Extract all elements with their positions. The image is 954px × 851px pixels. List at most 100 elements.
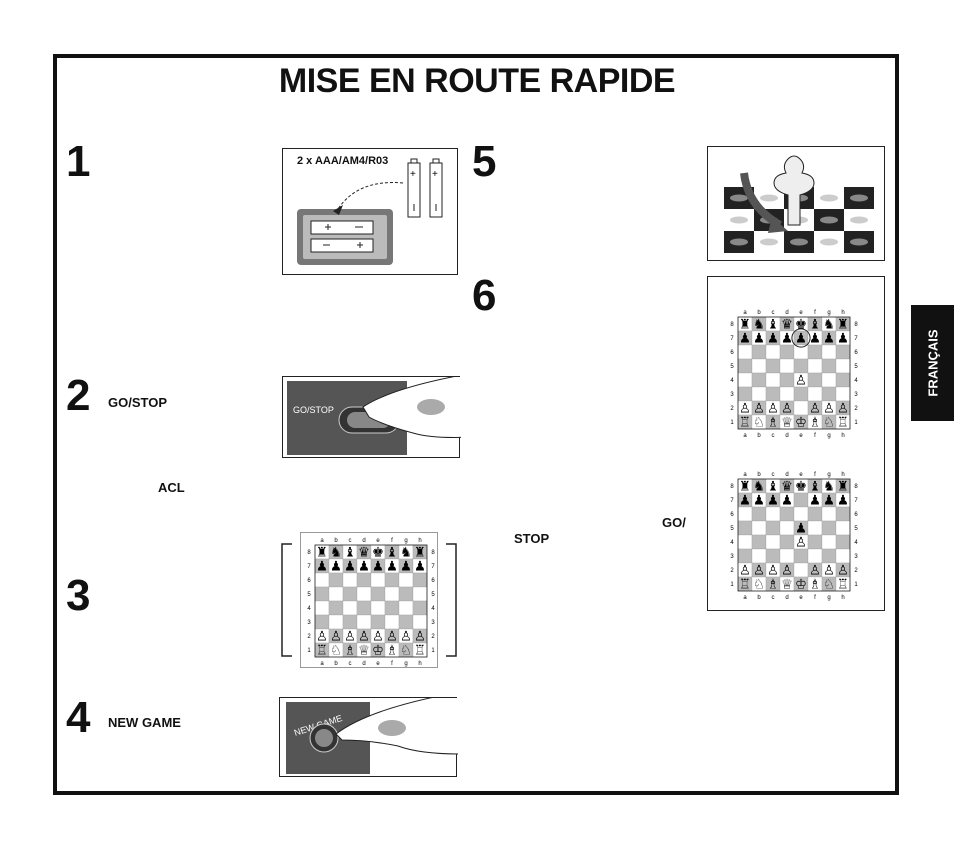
svg-text:♙: ♙ — [767, 401, 779, 416]
svg-text:♙: ♙ — [400, 629, 412, 644]
svg-text:7: 7 — [307, 564, 311, 570]
svg-text:♙: ♙ — [739, 563, 751, 578]
svg-text:g: g — [404, 538, 407, 544]
svg-text:5: 5 — [730, 364, 734, 370]
svg-text:♚: ♚ — [372, 545, 384, 560]
step-4-label: NEW GAME — [108, 715, 181, 730]
svg-text:♗: ♗ — [767, 415, 779, 430]
svg-text:♝: ♝ — [344, 545, 356, 560]
svg-text:♙: ♙ — [809, 563, 821, 578]
svg-text:♟: ♟ — [739, 331, 751, 346]
svg-text:f: f — [391, 538, 393, 544]
battery-caption: 2 x AAA/AM4/R03 — [297, 155, 389, 167]
language-tab-label: FRANÇAIS — [925, 329, 940, 397]
battery-illustration: 2 x AAA/AM4/R03 + + — [282, 148, 458, 275]
svg-text:♟: ♟ — [795, 331, 807, 346]
svg-text:c: c — [349, 538, 352, 544]
svg-text:2: 2 — [730, 568, 734, 574]
svg-text:b: b — [757, 310, 761, 316]
svg-text:b: b — [757, 472, 761, 478]
svg-text:♙: ♙ — [414, 629, 426, 644]
svg-text:♕: ♕ — [358, 643, 370, 658]
svg-text:b: b — [334, 661, 338, 667]
svg-text:4: 4 — [854, 540, 858, 546]
svg-text:1: 1 — [431, 648, 435, 654]
svg-text:e: e — [799, 310, 803, 316]
svg-text:♖: ♖ — [837, 577, 849, 592]
svg-text:♟: ♟ — [316, 559, 328, 574]
svg-text:♟: ♟ — [739, 493, 751, 508]
svg-text:f: f — [391, 661, 393, 667]
svg-text:5: 5 — [730, 526, 734, 532]
svg-text:♜: ♜ — [739, 317, 751, 332]
svg-text:2: 2 — [854, 568, 858, 574]
svg-text:♝: ♝ — [767, 317, 779, 332]
svg-text:3: 3 — [307, 620, 311, 626]
svg-text:6: 6 — [854, 512, 858, 518]
svg-text:♞: ♞ — [400, 545, 412, 560]
svg-text:♙: ♙ — [386, 629, 398, 644]
svg-text:♟: ♟ — [809, 493, 821, 508]
svg-text:♟: ♟ — [372, 559, 384, 574]
svg-text:g: g — [827, 472, 830, 478]
svg-text:7: 7 — [854, 336, 858, 342]
svg-text:♟: ♟ — [781, 331, 793, 346]
svg-text:♙: ♙ — [767, 563, 779, 578]
svg-text:♙: ♙ — [795, 535, 807, 550]
svg-text:2: 2 — [854, 406, 858, 412]
svg-text:♜: ♜ — [316, 545, 328, 560]
svg-text:4: 4 — [730, 378, 734, 384]
svg-text:4: 4 — [431, 606, 435, 612]
svg-text:3: 3 — [730, 554, 734, 560]
svg-text:8: 8 — [307, 550, 311, 556]
svg-text:♙: ♙ — [753, 401, 765, 416]
svg-text:8: 8 — [730, 484, 734, 490]
svg-text:♙: ♙ — [753, 563, 765, 578]
svg-text:♝: ♝ — [809, 317, 821, 332]
svg-text:g: g — [827, 595, 830, 601]
svg-text:b: b — [334, 538, 338, 544]
svg-text:♟: ♟ — [386, 559, 398, 574]
step-4-number: 4 — [66, 693, 91, 742]
svg-text:h: h — [841, 595, 844, 601]
svg-text:♞: ♞ — [823, 479, 835, 494]
svg-text:♖: ♖ — [739, 415, 751, 430]
svg-text:4: 4 — [730, 540, 734, 546]
svg-text:♕: ♕ — [781, 415, 793, 430]
svg-text:♚: ♚ — [795, 479, 807, 494]
svg-text:d: d — [362, 538, 365, 544]
go-label: GO/ — [662, 515, 686, 530]
svg-text:+: + — [410, 169, 416, 180]
svg-text:♙: ♙ — [823, 401, 835, 416]
svg-text:3: 3 — [854, 554, 858, 560]
svg-text:♞: ♞ — [753, 317, 765, 332]
svg-text:d: d — [362, 661, 365, 667]
svg-text:3: 3 — [730, 392, 734, 398]
svg-text:♖: ♖ — [837, 415, 849, 430]
svg-text:♟: ♟ — [330, 559, 342, 574]
svg-text:♟: ♟ — [753, 493, 765, 508]
svg-text:♟: ♟ — [795, 521, 807, 536]
svg-text:2: 2 — [307, 634, 311, 640]
step-6-number: 6 — [472, 271, 497, 320]
svg-text:♝: ♝ — [386, 545, 398, 560]
svg-text:5: 5 — [854, 364, 858, 370]
svg-text:h: h — [418, 538, 421, 544]
svg-text:7: 7 — [854, 498, 858, 504]
svg-text:h: h — [841, 472, 844, 478]
svg-text:♛: ♛ — [781, 317, 793, 332]
svg-text:b: b — [757, 595, 761, 601]
svg-text:6: 6 — [431, 578, 435, 584]
gostop-button-text: GO/STOP — [293, 405, 334, 415]
svg-text:e: e — [376, 538, 380, 544]
svg-text:♙: ♙ — [344, 629, 356, 644]
svg-text:d: d — [785, 472, 788, 478]
svg-text:♛: ♛ — [781, 479, 793, 494]
svg-text:♛: ♛ — [358, 545, 370, 560]
svg-text:8: 8 — [730, 322, 734, 328]
battery-drawing: + + — [297, 158, 443, 265]
svg-text:2: 2 — [431, 634, 435, 640]
svg-text:e: e — [376, 661, 380, 667]
svg-text:♕: ♕ — [781, 577, 793, 592]
